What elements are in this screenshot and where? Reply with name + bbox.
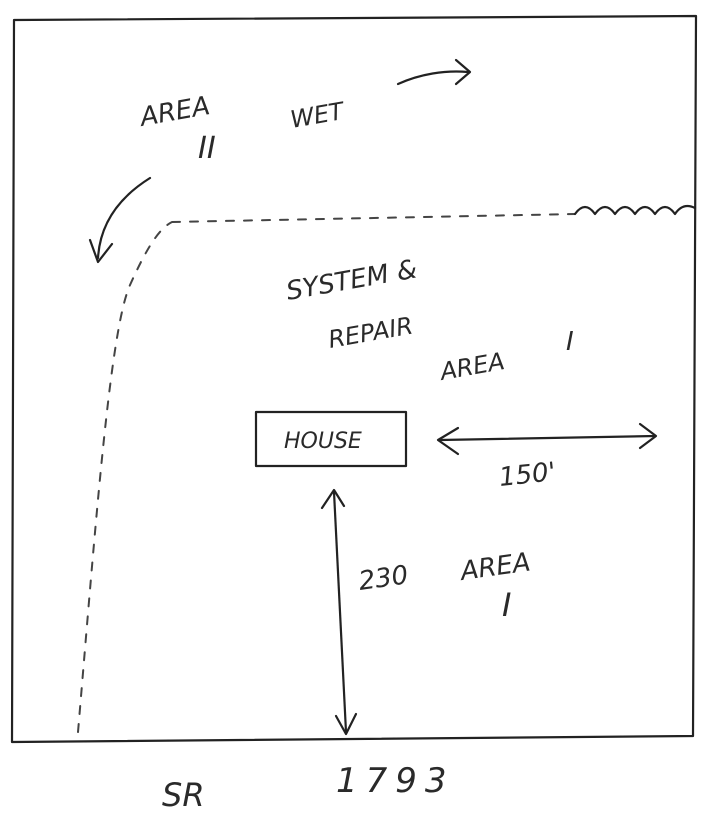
wet-arrow	[396, 70, 470, 86]
system-label-line1: SYSTEM &	[284, 254, 419, 306]
side-distance-arrowhead-left	[436, 426, 460, 456]
area-i-bottom-label: AREA	[457, 547, 533, 587]
area-ii-left-arrowhead	[88, 238, 114, 264]
road-number-label: 1793	[336, 761, 455, 801]
wet-arrowhead	[454, 58, 472, 86]
road-distance-label: 230	[357, 560, 410, 597]
wet-label: WET	[288, 97, 348, 134]
road-prefix-label: SR	[162, 776, 205, 814]
side-distance-arrow	[438, 434, 657, 442]
area-i-top-numeral: I	[566, 327, 574, 357]
area-ii-left-arrow	[96, 176, 152, 260]
area-ii-label: AREA	[136, 91, 212, 133]
area-i-top-label: AREA	[436, 347, 507, 386]
system-label-line2: REPAIR	[326, 312, 415, 354]
side-distance-arrowhead-right	[638, 422, 658, 450]
house-box	[254, 410, 408, 468]
area-i-bottom-numeral: I	[502, 586, 511, 624]
property-boundary	[10, 14, 698, 744]
wet-area-boundary	[77, 213, 576, 733]
road-distance-arrowhead-top	[320, 488, 346, 510]
house-label: HOUSE	[284, 429, 362, 454]
road-distance-arrow	[332, 490, 348, 734]
side-distance-label: 150'	[498, 457, 558, 493]
wet-area-wavy-edge	[573, 204, 697, 216]
road-distance-arrowhead-bottom	[334, 712, 358, 736]
area-ii-numeral: II	[198, 131, 216, 166]
